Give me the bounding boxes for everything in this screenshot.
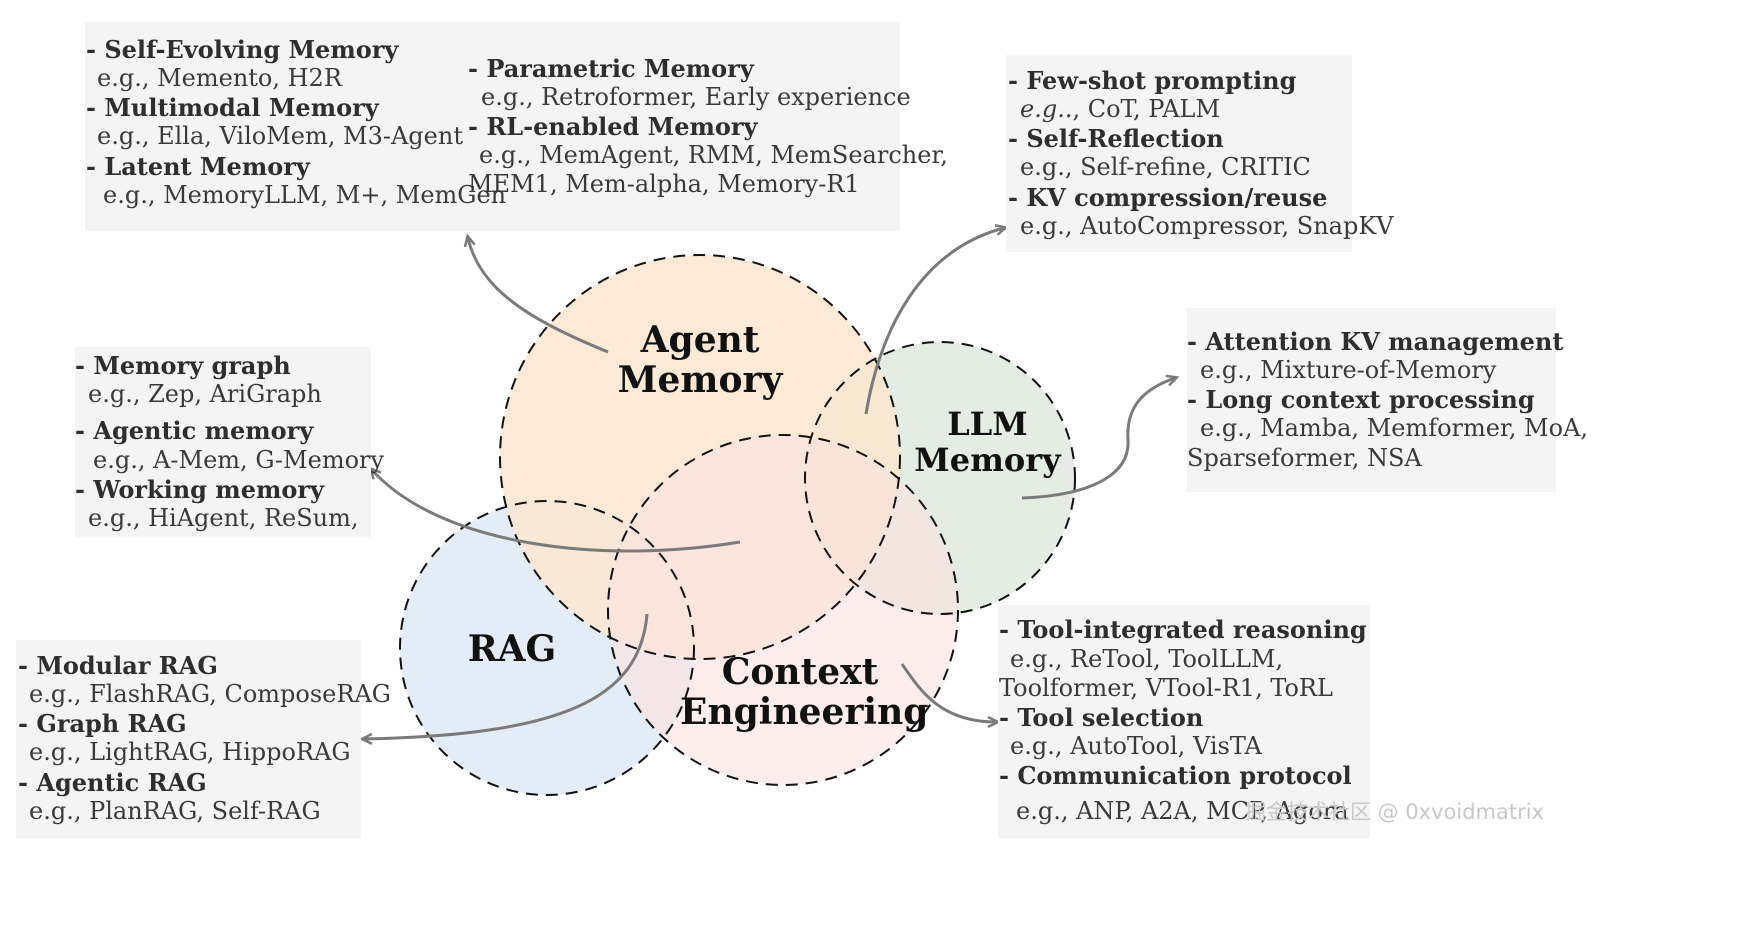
item-title: - Self-Evolving Memory [86, 35, 399, 64]
item-title: - Memory graph [75, 351, 291, 380]
item-examples: e.g., Mixture-of-Memory [1200, 356, 1497, 384]
item-examples: e.g., MemoryLLM, M+, MemGen [103, 181, 507, 209]
agent-memory-circle-outline [499, 254, 901, 660]
item-title: - Few-shot prompting [1008, 66, 1297, 95]
item-title: - Modular RAG [18, 651, 218, 680]
item-title: - Agentic memory [75, 416, 314, 445]
item-title: - Graph RAG [18, 709, 187, 738]
eg-italic: e.g. [1020, 95, 1065, 123]
item-examples: e.g., HiAgent, ReSum, [88, 504, 359, 532]
item-examples: e.g., Self-refine, CRITIC [1020, 153, 1311, 181]
arrow-rag-overlap-to-rag-box [364, 613, 649, 739]
rag-label: RAG [467, 628, 557, 670]
arrow-overlap-to-prompting-box [864, 228, 1004, 415]
context-engineering-circle [608, 435, 958, 785]
item-examples: e.g., ReTool, ToolLLM, [1010, 645, 1284, 673]
agent-memory-methods-box [85, 22, 900, 231]
item-title: - Agentic RAG [18, 768, 207, 797]
context-engineering-label-line1: Context [721, 651, 879, 693]
item-examples: e.g., Zep, AriGraph [88, 380, 322, 408]
item-examples: e.g., LightRAG, HippoRAG [29, 738, 351, 766]
item-title: - RL-enabled Memory [468, 112, 758, 141]
arrow-center-to-agentic-box [372, 470, 741, 553]
item-examples-continued: Toolformer, VTool-R1, ToRL [999, 674, 1333, 702]
agentic-memory-box [75, 347, 371, 537]
item-examples: e.g., ANP, A2A, MCP, Agora [1016, 797, 1349, 825]
item-title: - Working memory [75, 475, 324, 504]
item-examples-continued: Sparseformer, NSA [1187, 444, 1422, 472]
item-title: - Long context processing [1187, 385, 1535, 414]
llm-memory-methods-box [1187, 308, 1556, 492]
arrow-agent-memory-to-top-box [468, 238, 609, 354]
item-examples: e.g., Mamba, Memformer, MoA, [1200, 414, 1589, 442]
context-engineering-label: Context Engineering [680, 651, 929, 733]
eg-rest: ., CoT, PALM [1064, 95, 1221, 123]
context-engineering-label-line2: Engineering [680, 691, 929, 733]
llm-memory-label-line1: LLM [947, 405, 1028, 443]
item-title: - Self-Reflection [1008, 124, 1224, 153]
item-examples: e.g., Memento, H2R [97, 64, 342, 92]
llm-prompting-box [1006, 55, 1352, 252]
item-examples: e.g., AutoCompressor, SnapKV [1020, 212, 1394, 240]
item-examples-continued: MEM1, Mem-alpha, Memory-R1 [468, 170, 860, 198]
rag-methods-box [16, 640, 361, 838]
arrow-llm-to-llm-box [1021, 378, 1175, 500]
item-examples: e.g., Retroformer, Early experience [481, 83, 911, 111]
agent-memory-label: Agent Memory [600, 320, 800, 400]
llm-memory-circle-outline [804, 341, 1076, 615]
item-title: - Communication protocol [999, 761, 1352, 790]
item-examples: e.g., AutoTool, VisTA [1010, 732, 1262, 760]
item-title: - Tool-integrated reasoning [999, 615, 1367, 644]
rag-circle-outline [399, 500, 695, 796]
item-examples: e.g., Ella, ViloMem, M3-Agent [97, 122, 463, 150]
item-examples: e.g., MemAgent, RMM, MemSearcher, [479, 141, 948, 169]
item-examples: e.g.., CoT, PALM [1020, 95, 1220, 124]
item-title: - Latent Memory [86, 152, 310, 181]
item-examples: e.g., A-Mem, G-Memory [93, 446, 385, 474]
llm-memory-label: LLM Memory [900, 406, 1075, 478]
context-engineering-methods-box [998, 605, 1370, 838]
item-title: - Attention KV management [1187, 327, 1564, 356]
item-title: - Parametric Memory [468, 54, 754, 83]
item-examples: e.g., FlashRAG, ComposeRAG [29, 680, 391, 708]
llm-memory-label-line2: Memory [914, 441, 1061, 479]
item-examples: e.g., PlanRAG, Self-RAG [29, 797, 321, 825]
watermark: 掘金技术社区 @ 0xvoidmatrix [1244, 800, 1544, 824]
item-title: - Multimodal Memory [86, 93, 379, 122]
item-title: - KV compression/reuse [1008, 183, 1328, 212]
agent-memory-label-line1: Agent [640, 319, 760, 361]
context-engineering-circle-outline [607, 434, 959, 786]
arrow-context-to-tool-box [900, 663, 996, 722]
agent-memory-label-line2: Memory [617, 359, 783, 401]
item-title: - Tool selection [999, 703, 1204, 732]
